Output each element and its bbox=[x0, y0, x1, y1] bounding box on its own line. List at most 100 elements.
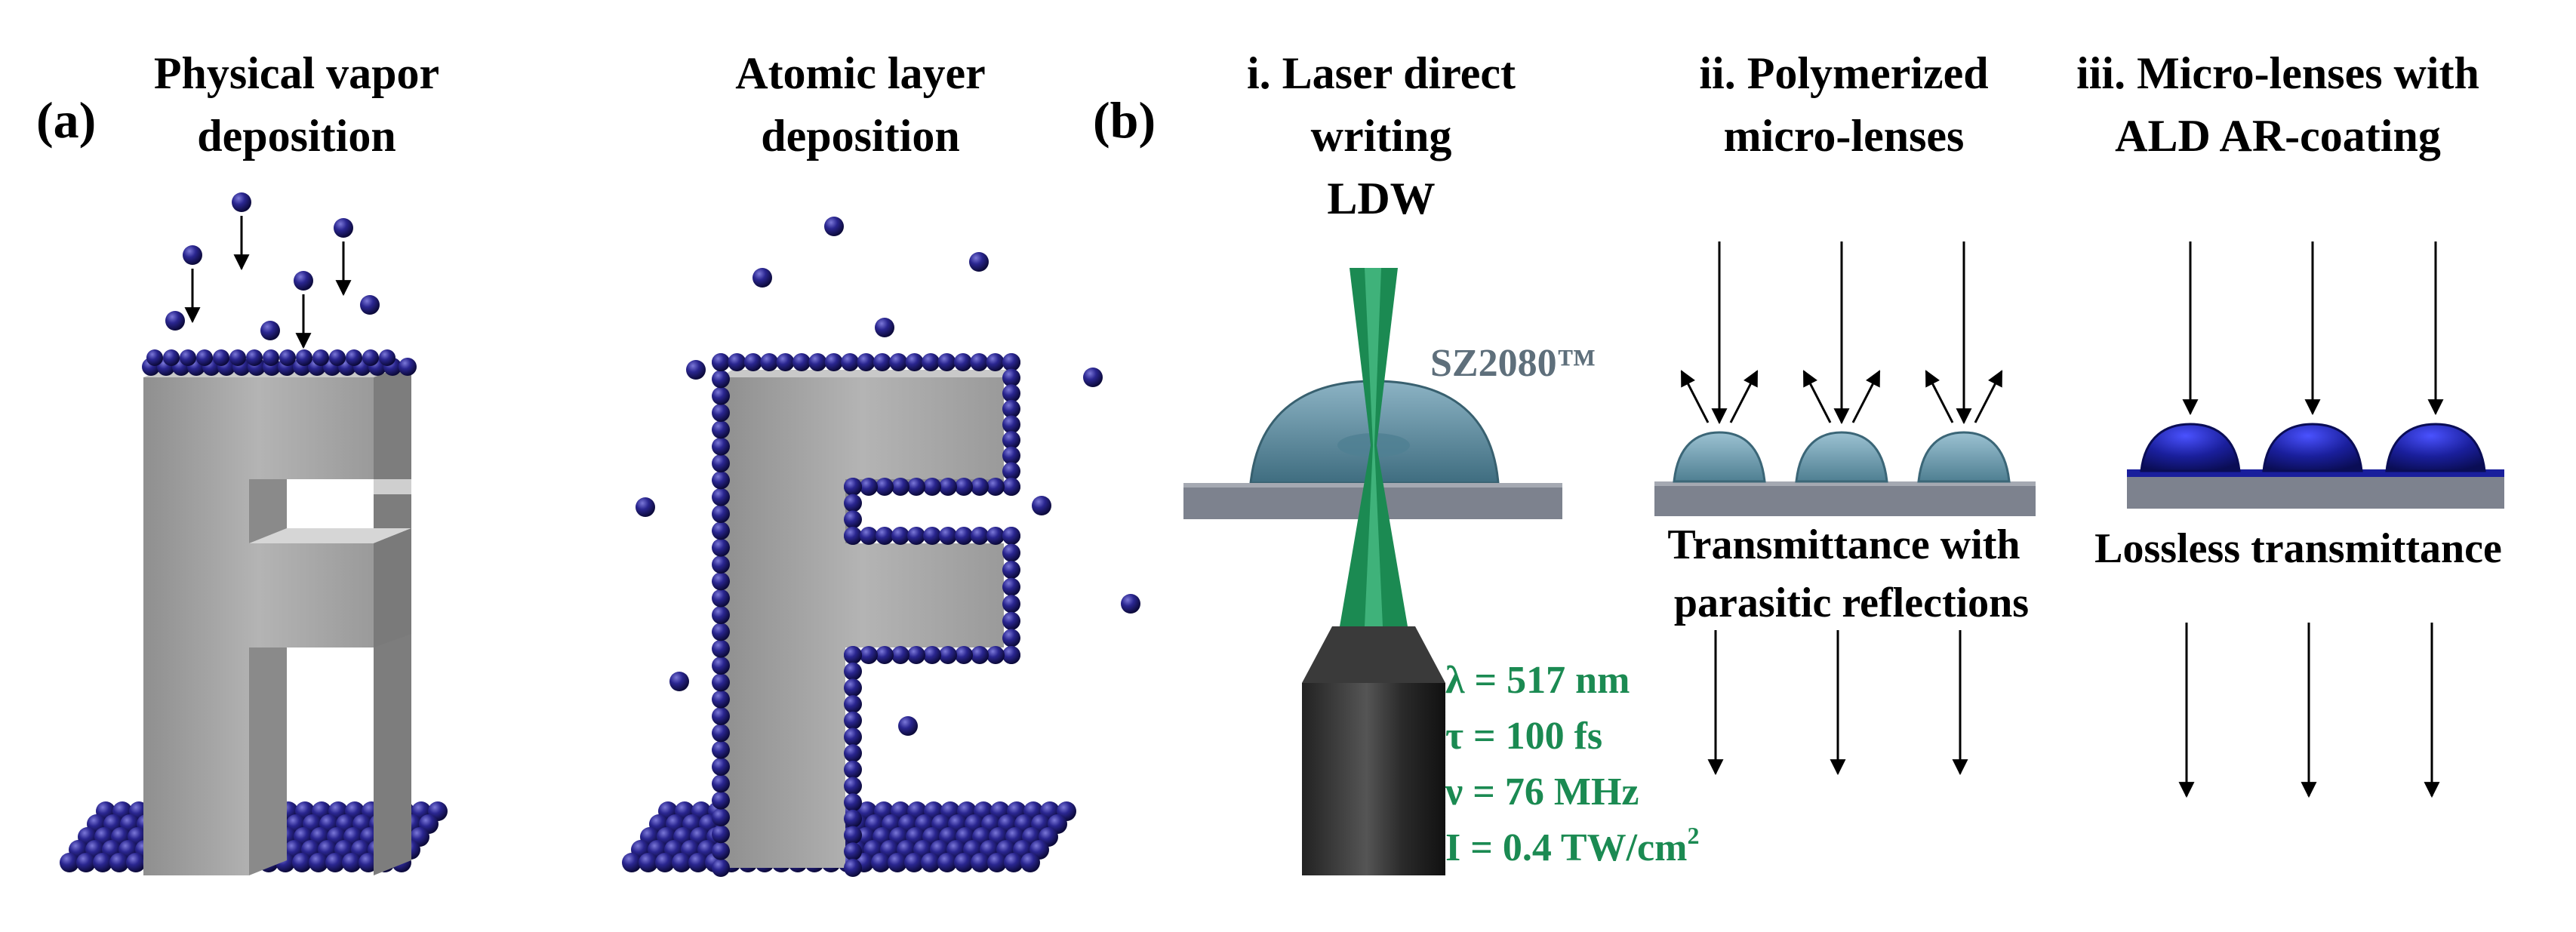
atom bbox=[860, 478, 878, 496]
atom bbox=[263, 349, 279, 366]
ald-title-line-2: deposition bbox=[761, 111, 959, 161]
atom bbox=[939, 646, 957, 664]
atom bbox=[743, 353, 762, 371]
atom bbox=[953, 353, 972, 371]
atom bbox=[871, 853, 891, 872]
atom bbox=[844, 527, 862, 545]
atom bbox=[937, 353, 956, 371]
atom bbox=[844, 646, 862, 664]
atom bbox=[860, 646, 878, 664]
atom bbox=[296, 349, 312, 366]
ald-f-structure bbox=[622, 353, 1076, 877]
atom bbox=[889, 353, 908, 371]
poly-substrate bbox=[1654, 481, 2036, 516]
atom bbox=[891, 527, 909, 545]
atom bbox=[126, 853, 146, 872]
atom bbox=[824, 353, 843, 371]
atom bbox=[905, 353, 924, 371]
atom bbox=[712, 690, 730, 709]
atom bbox=[907, 527, 925, 545]
atom bbox=[876, 478, 894, 496]
atom bbox=[712, 538, 730, 557]
atom bbox=[844, 695, 862, 714]
atom bbox=[841, 353, 860, 371]
atom bbox=[873, 353, 891, 371]
atom bbox=[712, 606, 730, 624]
atom bbox=[923, 646, 941, 664]
atom bbox=[712, 572, 730, 591]
atom bbox=[712, 639, 730, 658]
arc-coating-layer bbox=[2127, 469, 2504, 477]
polymer-microlens bbox=[1917, 431, 2011, 483]
atom bbox=[844, 744, 862, 763]
atom bbox=[939, 527, 957, 545]
atom bbox=[342, 853, 362, 872]
pvd-f-mid-arm-side bbox=[374, 528, 411, 647]
laser-param-wavelength: λ = 517 nm bbox=[1445, 659, 1630, 702]
poly-title-line-2: micro-lenses bbox=[1724, 111, 1965, 161]
atom bbox=[824, 217, 844, 236]
reflection-arrow bbox=[1851, 370, 1881, 423]
atom bbox=[891, 478, 909, 496]
atom bbox=[1032, 496, 1051, 515]
pvd-incoming-atoms bbox=[165, 192, 380, 349]
atom bbox=[844, 678, 862, 697]
atom bbox=[712, 589, 730, 607]
atom bbox=[279, 349, 296, 366]
atom bbox=[639, 853, 658, 872]
arc-title-line-1: iii. Micro-lenses with bbox=[2076, 48, 2479, 98]
atom bbox=[954, 853, 974, 872]
atom bbox=[923, 478, 941, 496]
atom bbox=[146, 349, 163, 366]
atom bbox=[922, 353, 940, 371]
atom bbox=[686, 360, 706, 380]
pvd-f-front bbox=[143, 377, 374, 875]
pvd-f-arm-side bbox=[374, 479, 411, 494]
atom bbox=[1002, 595, 1020, 614]
panel-b-label: (b) bbox=[1093, 91, 1156, 149]
atom bbox=[346, 349, 362, 366]
laser-param-pulse: τ = 100 fs bbox=[1445, 715, 1602, 758]
atom bbox=[213, 349, 229, 366]
atom bbox=[844, 793, 862, 812]
atom bbox=[1002, 629, 1020, 647]
atom bbox=[1020, 853, 1040, 872]
atom bbox=[955, 478, 973, 496]
atom bbox=[844, 809, 862, 828]
reflection-arrow bbox=[1680, 370, 1710, 423]
atom bbox=[712, 808, 730, 826]
atom bbox=[712, 555, 730, 574]
atom bbox=[923, 527, 941, 545]
atom bbox=[334, 218, 353, 238]
atom bbox=[712, 657, 730, 675]
atom bbox=[712, 471, 730, 490]
ald-f-top-face bbox=[721, 370, 1015, 377]
atom bbox=[1002, 446, 1020, 465]
atom bbox=[844, 478, 862, 496]
atom bbox=[312, 349, 329, 366]
atom bbox=[904, 853, 924, 872]
atom bbox=[898, 716, 918, 736]
ldw-title-line-1: i. Laser direct bbox=[1247, 48, 1516, 98]
atom bbox=[183, 245, 202, 265]
atom bbox=[876, 527, 894, 545]
laser-param-rep-rate: ν = 76 MHz bbox=[1445, 771, 1639, 814]
atom bbox=[844, 662, 862, 681]
atom bbox=[1002, 527, 1020, 545]
atom bbox=[246, 349, 263, 366]
atom bbox=[379, 349, 395, 366]
atom bbox=[1083, 368, 1103, 387]
atom bbox=[1002, 415, 1020, 434]
atom bbox=[712, 758, 730, 776]
atom bbox=[360, 295, 380, 315]
atom bbox=[857, 353, 876, 371]
atom bbox=[844, 727, 862, 746]
atom bbox=[325, 853, 345, 872]
atom bbox=[93, 853, 112, 872]
atom bbox=[712, 353, 730, 371]
atom bbox=[844, 494, 862, 512]
atom bbox=[1002, 646, 1020, 664]
ald-f-front bbox=[721, 377, 1004, 868]
pvd-title-line-2: deposition bbox=[197, 111, 395, 161]
